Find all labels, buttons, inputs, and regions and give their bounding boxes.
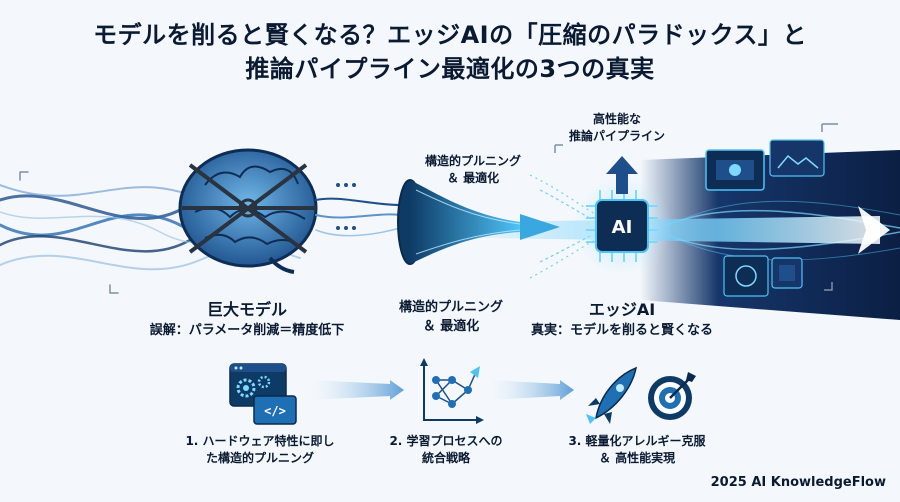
data-dots — [336, 183, 356, 230]
image-card-icon — [705, 149, 765, 191]
flow-lines-to-funnel — [315, 197, 401, 237]
image-card-icon-3 — [723, 255, 769, 297]
flow-lines-to-chip — [529, 174, 596, 279]
step-2-label: 2. 学習プロセスへの 統合戦略 — [389, 434, 503, 465]
image-card-icon-4 — [771, 257, 803, 289]
brain-icon — [178, 148, 318, 274]
corner-marks — [554, 123, 838, 291]
funnel-icon — [397, 179, 560, 265]
step-arrow-1 — [310, 380, 404, 400]
up-arrow-icon — [606, 156, 638, 194]
page-title: モデルを削ると賢くなる？エッジAIの「圧縮のパラドックス」と 推論パイプライン最… — [0, 18, 900, 86]
chain-icon — [182, 163, 316, 254]
ai-chip-icon: AI — [572, 176, 672, 276]
step-1-label: 1. ハードウェア特性に即し た構造的プルニング — [185, 434, 335, 465]
funnel-bottom-label: 構造的プルニング ＆ 最適化 — [398, 300, 504, 334]
pipeline-label: 高性能な 推論パイプライン — [568, 112, 666, 143]
target-icon — [648, 372, 696, 420]
step-arrow-2 — [490, 380, 574, 400]
title-line-1: モデルを削ると賢くなる？エッジAIの「圧縮のパラドックス」と — [93, 21, 807, 49]
title-line-2: 推論パイプライン最適化の3つの真実 — [245, 55, 655, 83]
brain-name: 巨大モデル — [206, 300, 288, 319]
funnel-top-label: 構造的プルニング ＆ 最適化 — [424, 154, 522, 185]
step-3-label: 3. 軽量化アレルギー克服 ＆ 高性能実現 — [568, 434, 706, 465]
edge-caption: 真実：モデルを削ると賢くなる — [530, 323, 714, 338]
edge-name: エッジAI — [588, 300, 656, 319]
image-card-icon-2 — [769, 139, 825, 177]
code-window-icon: </> — [229, 363, 297, 425]
chip-label: AI — [612, 217, 633, 238]
rocket-icon — [586, 366, 638, 424]
gear-icon — [236, 375, 271, 398]
beam-arrowhead — [858, 206, 890, 254]
neural-network-icon — [420, 358, 484, 424]
svg-text:</>: </> — [264, 404, 286, 418]
footer-credit: 2025 AI KnowledgeFlow — [710, 475, 886, 490]
brain-caption: 誤解：パラメータ削減＝精度低下 — [149, 323, 345, 338]
